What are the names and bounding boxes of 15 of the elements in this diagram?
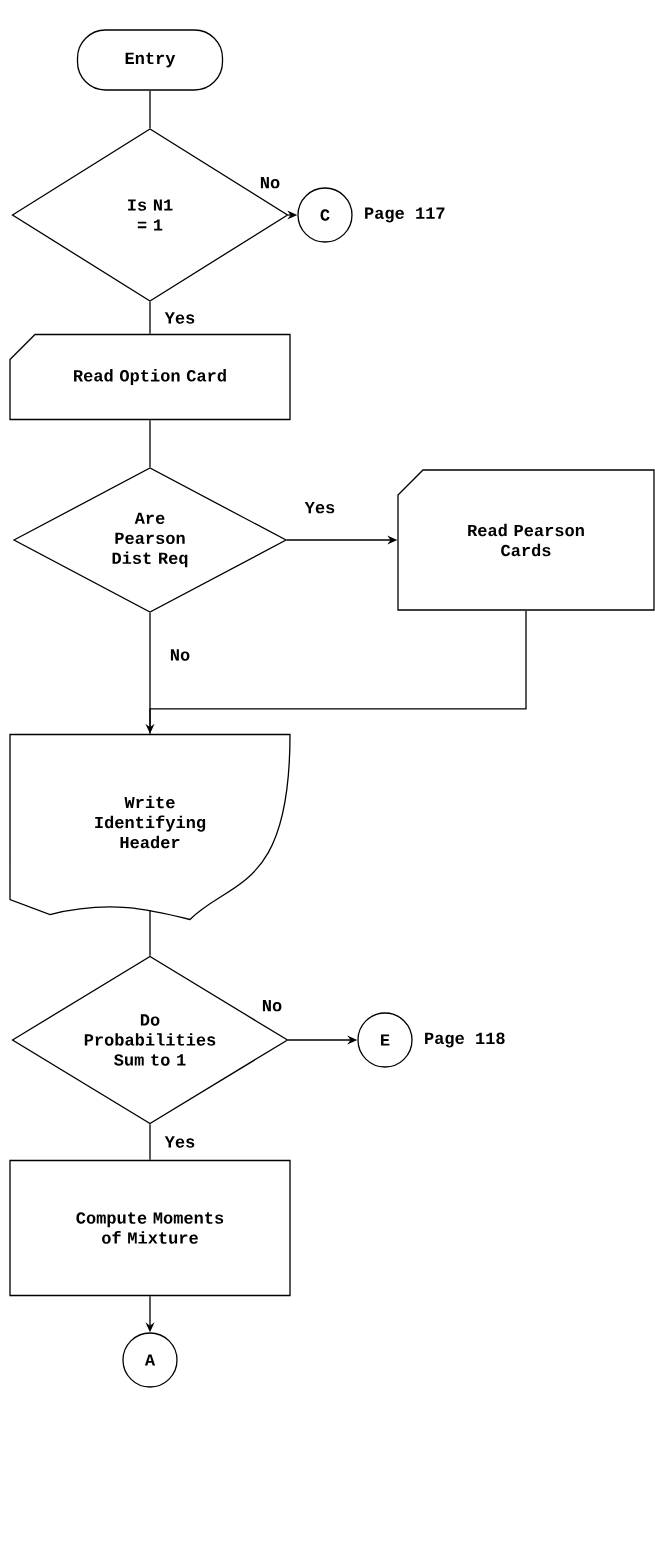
process-box: Compute Moments of Mixture [9, 1159, 291, 1297]
page-reference: Page 118 [425, 1032, 505, 1048]
connector-line [149, 909, 151, 957]
edge-label: Yes [303, 501, 337, 515]
page-reference: Page 117 [365, 207, 445, 223]
connector-line [149, 612, 151, 735]
connector-line [149, 419, 151, 468]
edge-label: Yes [163, 311, 197, 325]
edge-label: Yes [163, 1135, 197, 1149]
edge-label: No [260, 999, 284, 1013]
edge-label: No [258, 176, 282, 190]
connector-line [149, 301, 151, 335]
connector-line [149, 90, 151, 129]
edge-label: No [168, 648, 192, 662]
connector-line [149, 1123, 151, 1161]
